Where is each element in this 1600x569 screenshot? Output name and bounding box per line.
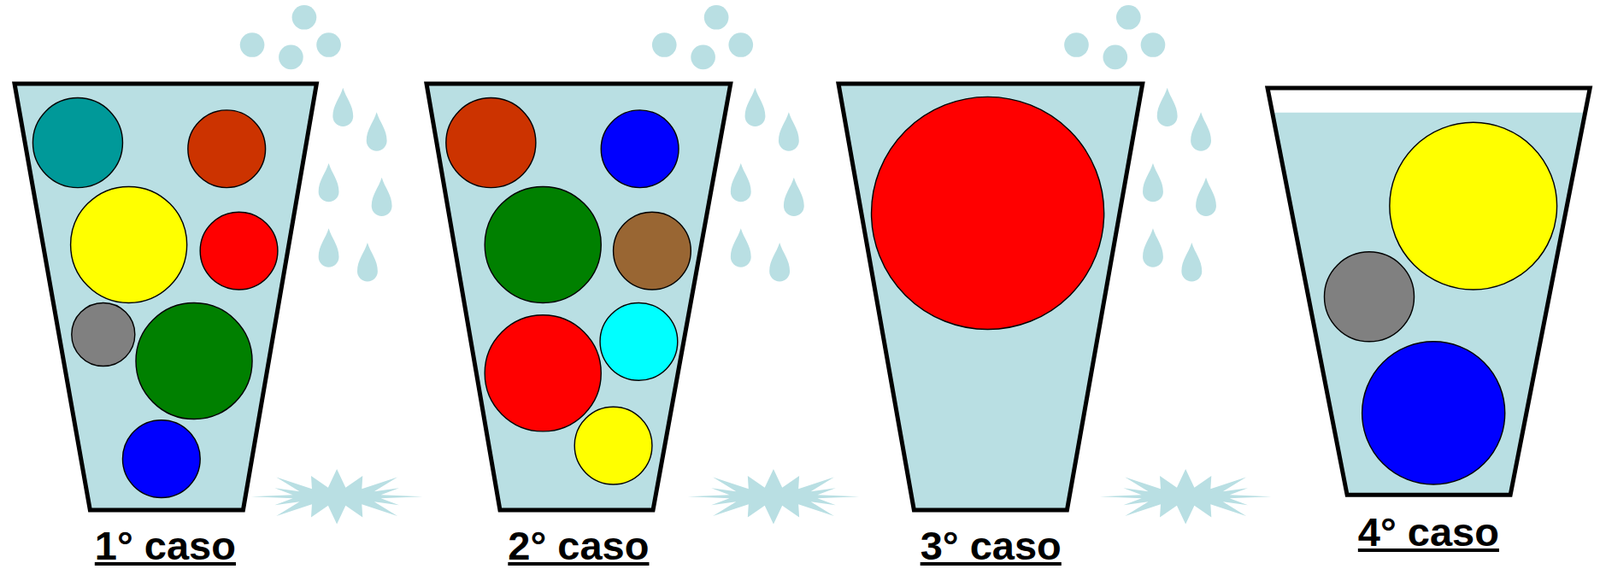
cup-water: [1271, 111, 1585, 495]
water-bubble: [278, 45, 304, 71]
water-drop: [1181, 242, 1202, 282]
water-drop: [1142, 163, 1164, 202]
water-drop: [1142, 228, 1164, 267]
water-drop: [783, 177, 805, 217]
water-drop: [1195, 177, 1217, 217]
case-label: 4° caso: [1267, 511, 1590, 554]
water-bubble: [704, 5, 730, 30]
water-drop: [730, 163, 752, 202]
water-splash: [1100, 469, 1272, 524]
water-bubble: [1064, 32, 1089, 58]
water-bubble: [652, 32, 677, 58]
water-splash: [251, 469, 424, 524]
water-bubble: [690, 45, 716, 71]
water-drop: [366, 111, 388, 151]
water-bubble: [240, 32, 265, 58]
water-drop: [1157, 88, 1178, 127]
water-drop: [357, 242, 378, 282]
cup-empty-part: [1267, 88, 1590, 495]
cup-border: [426, 83, 731, 511]
water-drop: [318, 228, 340, 267]
case-label: 2° caso: [426, 524, 731, 568]
water-splash: [688, 469, 860, 524]
cup-outline: [426, 83, 731, 511]
cup-node: 2° caso: [426, 83, 731, 569]
water-drop: [1190, 111, 1212, 151]
cup-outline: [838, 83, 1143, 511]
water-bubble: [1116, 5, 1142, 30]
water-bubble: [316, 32, 342, 58]
water-bubble: [1102, 45, 1128, 71]
water-drop: [778, 111, 800, 151]
case-label: 3° caso: [838, 524, 1143, 568]
cup-border: [1267, 88, 1590, 495]
cup-outline: [14, 83, 317, 511]
water-drop: [745, 88, 766, 127]
cup-border: [838, 83, 1143, 511]
cup-node: 3° caso: [838, 83, 1143, 569]
water-drop: [730, 228, 752, 267]
water-bubble: [292, 5, 318, 30]
water-bubble: [1141, 32, 1166, 58]
case-label: 1° caso: [14, 524, 317, 568]
water-drop: [371, 177, 393, 217]
water-bubble: [728, 32, 753, 58]
cup-node: 1° caso: [14, 83, 317, 569]
cup-border: [14, 83, 317, 511]
water-drop: [332, 88, 353, 127]
cup-outline: [1267, 88, 1590, 495]
water-drop: [769, 242, 790, 282]
water-drop: [318, 163, 340, 202]
cup-node: 4° caso: [1267, 88, 1590, 559]
